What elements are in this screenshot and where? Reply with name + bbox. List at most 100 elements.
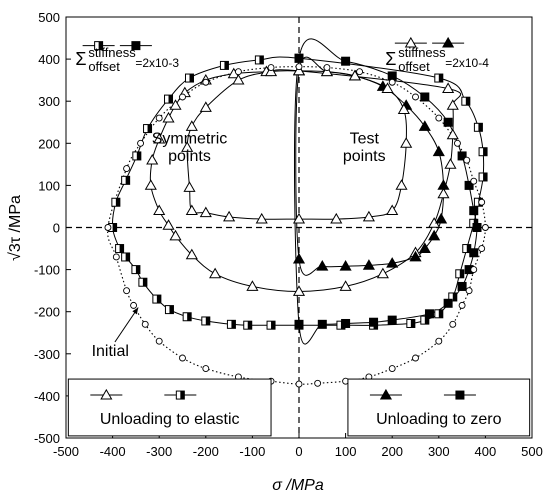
- x-tick-label: -100: [239, 444, 265, 459]
- data-point-s5-39: [123, 165, 131, 173]
- data-point-s5-4: [141, 320, 149, 328]
- data-point-s5-16: [435, 337, 443, 345]
- data-point-s3-2: [387, 71, 397, 81]
- data-point-s5-27: [435, 114, 443, 122]
- data-point-s3-8: [472, 223, 482, 232]
- data-point-s1-10: [246, 280, 259, 291]
- data-point-s3-5: [457, 151, 467, 161]
- data-point-s1-11: [209, 267, 222, 279]
- data-point-s1-0: [442, 82, 455, 93]
- data-point-s1-9: [292, 285, 306, 296]
- x-tick-label: 0: [295, 444, 302, 459]
- legend-sample-marker: [100, 388, 113, 400]
- x-tick-label: 500: [521, 444, 543, 459]
- annotation-0: Symmetric: [152, 130, 228, 147]
- y-tick-label: 200: [38, 136, 60, 151]
- data-point-s2-9: [428, 229, 441, 241]
- data-point-s0-10: [434, 309, 444, 319]
- data-point-s2-11: [409, 250, 422, 262]
- data-point-s5-33: [267, 64, 275, 71]
- data-point-s5-25: [463, 156, 471, 164]
- data-point-s4-10: [381, 82, 394, 93]
- data-point-s3-13: [424, 309, 434, 319]
- data-point-s4-5: [232, 73, 245, 85]
- y-tick-label: 100: [38, 178, 60, 193]
- data-point-s1-18: [153, 132, 166, 144]
- data-point-s1-20: [169, 99, 182, 110]
- x-tick-label: -300: [146, 444, 172, 459]
- data-point-s3-6: [464, 180, 474, 190]
- data-point-s0-25: [121, 252, 131, 262]
- legend-box-frame: [67, 378, 272, 437]
- data-point-s3-12: [443, 298, 453, 308]
- data-point-s1-19: [162, 111, 175, 123]
- data-point-s4-3: [185, 120, 198, 131]
- data-point-s3-9: [469, 248, 479, 258]
- data-point-s1-12: [185, 248, 198, 260]
- data-point-s5-18: [458, 301, 466, 309]
- data-point-s0-23: [138, 277, 148, 287]
- data-point-s4-8: [320, 65, 334, 77]
- data-point-s3-3: [420, 92, 430, 102]
- data-point-s4-1: [183, 181, 196, 192]
- y-tick-label: 0: [53, 221, 60, 236]
- legend-sample-marker: [455, 390, 465, 400]
- data-point-s5-19: [465, 287, 473, 295]
- data-point-s0-3: [478, 147, 488, 157]
- legend-sample-marker: [94, 41, 104, 51]
- sigma-symbol: Σ: [75, 49, 86, 69]
- legend-box-text: Unloading to zero: [376, 411, 502, 428]
- data-point-s5-3: [130, 301, 138, 309]
- y-tick-label: 500: [38, 10, 60, 25]
- data-point-s4-13: [395, 179, 408, 190]
- value-text: =2x10-4: [445, 56, 489, 70]
- data-point-s5-30: [356, 68, 364, 76]
- initial-arrow-line: [114, 307, 139, 343]
- data-point-s5-20: [470, 266, 478, 274]
- data-point-s0-12: [406, 318, 416, 328]
- data-point-s5-5: [155, 337, 163, 345]
- x-tick-label: 300: [428, 444, 450, 459]
- data-point-s0-28: [111, 197, 121, 207]
- data-point-s0-2: [473, 122, 483, 132]
- y-tick-label: -400: [34, 389, 60, 404]
- data-point-s1-2: [446, 128, 459, 140]
- data-point-s0-24: [131, 265, 141, 275]
- data-point-s0-0: [434, 73, 444, 83]
- x-tick-label: 100: [335, 444, 357, 459]
- data-point-s5-7: [202, 365, 210, 372]
- data-point-s4-14: [386, 204, 399, 216]
- legend-sample-marker: [175, 390, 185, 400]
- marks-layer: [82, 36, 489, 388]
- data-point-s2-15: [316, 260, 329, 271]
- data-point-s4-16: [330, 212, 343, 224]
- data-point-s4-18: [255, 212, 268, 224]
- legend-sample-marker: [404, 36, 417, 48]
- data-point-s0-11: [420, 315, 430, 325]
- data-point-s5-34: [234, 68, 242, 76]
- sub-text: offset: [88, 59, 120, 74]
- sup-text: stiffness: [398, 45, 446, 60]
- data-point-s5-23: [478, 198, 486, 206]
- data-point-s5-31: [323, 64, 331, 71]
- data-point-s3-16: [341, 318, 351, 328]
- data-point-s0-17: [243, 320, 253, 330]
- data-point-s3-1: [341, 56, 351, 66]
- x-tick-label: 200: [381, 444, 403, 459]
- data-point-s5-35: [202, 78, 210, 86]
- data-point-s5-36: [179, 93, 186, 101]
- data-point-s1-14: [162, 219, 175, 230]
- data-point-s0-34: [219, 60, 229, 70]
- data-point-s4-4: [199, 101, 212, 112]
- data-point-s4-6: [264, 65, 278, 77]
- y-tick-label: 400: [38, 52, 60, 67]
- data-point-s0-9: [448, 292, 458, 302]
- annotation-3: points: [343, 148, 386, 165]
- series-curve-2: [295, 56, 445, 276]
- data-point-s3-7: [469, 206, 479, 216]
- annotation-2: Test: [350, 130, 380, 147]
- data-point-s5-29: [388, 78, 396, 86]
- data-point-s3-4: [443, 117, 453, 127]
